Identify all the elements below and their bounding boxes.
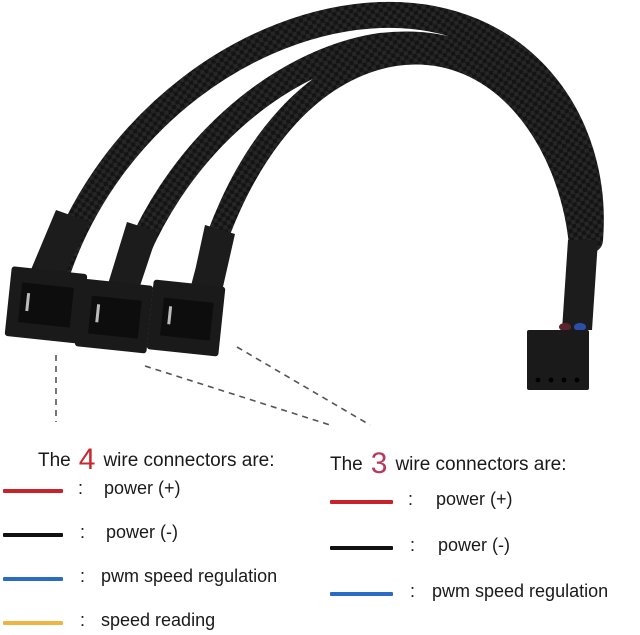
black-wire-swatch (330, 546, 393, 550)
red-wire-swatch (3, 489, 63, 493)
sleeved-cables (45, 1, 604, 306)
fan-connector-3 (146, 279, 226, 357)
yellow-wire-swatch (3, 621, 63, 625)
wire-count-4: 4 (78, 443, 96, 476)
wire-count-3: 3 (370, 447, 388, 480)
blue-wire-swatch (3, 577, 63, 581)
blue-wire-swatch (330, 592, 393, 596)
dashed-pointer-lines (55, 346, 371, 426)
fan-header-connector-4pin (527, 323, 589, 390)
fan-connector-2 (74, 278, 154, 354)
heat-shrink (30, 210, 598, 330)
splitter-cable-photo (4, 1, 604, 426)
red-wire-swatch (330, 500, 393, 504)
black-wire-swatch (3, 533, 63, 537)
fan-connector-1 (4, 266, 88, 344)
